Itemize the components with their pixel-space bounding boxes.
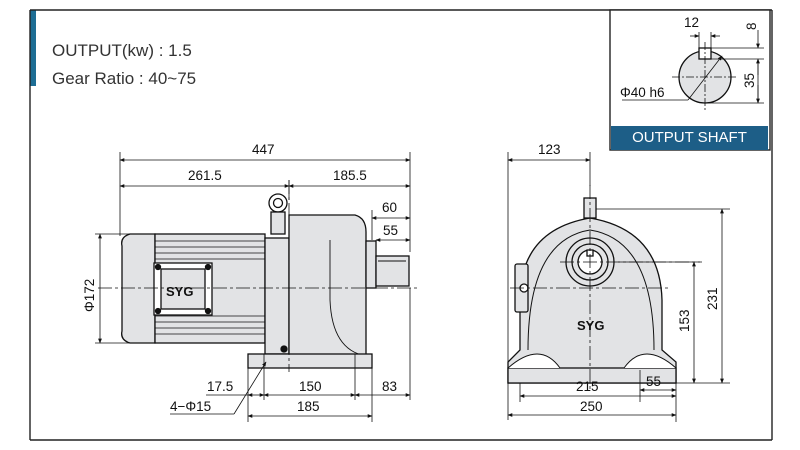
front-dim-width-123: 123 (538, 142, 561, 157)
shaft-dim-key-width: 12 (684, 15, 699, 30)
side-dim-total-length: 447 (252, 142, 275, 157)
spec-output: OUTPUT(kw) : 1.5 (52, 41, 192, 60)
side-dim-motor-length: 261.5 (188, 168, 222, 183)
side-view-dimension-lines (95, 152, 411, 422)
front-view-dimension-lines (507, 152, 730, 422)
shaft-dim-height: 35 (742, 73, 757, 88)
side-dim-gear-length: 185.5 (333, 168, 367, 183)
output-shaft-title: OUTPUT SHAFT (611, 126, 768, 150)
front-dim-215: 215 (576, 379, 599, 394)
shaft-dim-key-height: 8 (744, 22, 759, 30)
side-view-motor-brand: SYG (166, 284, 193, 299)
front-view-brand: SYG (577, 318, 604, 333)
side-dim-foot-150: 150 (299, 379, 322, 394)
front-dim-250: 250 (580, 399, 603, 414)
side-dim-shaft-55: 55 (383, 223, 398, 238)
shaft-dim-diameter: Φ40 h6 (620, 85, 665, 100)
spec-gear-ratio: Gear Ratio : 40~75 (52, 69, 197, 88)
front-dim-height-231: 231 (705, 287, 720, 310)
side-dim-foot-83: 83 (382, 379, 397, 394)
side-dim-holes: 4−Φ15 (170, 399, 211, 414)
side-dim-foot-offset: 17.5 (207, 379, 233, 394)
front-dim-height-153: 153 (677, 309, 692, 332)
front-view-body (507, 197, 677, 384)
accent-bar (30, 10, 36, 86)
output-shaft-diagram (622, 30, 764, 110)
spec-block: OUTPUT(kw) : 1.5 Gear Ratio : 40~75 (52, 37, 196, 93)
side-view-motor (121, 193, 410, 369)
side-dim-shaft-60: 60 (382, 200, 397, 215)
side-dim-foot-185: 185 (297, 399, 320, 414)
front-dim-55: 55 (646, 374, 661, 389)
side-dim-diameter: Φ172 (82, 279, 97, 312)
